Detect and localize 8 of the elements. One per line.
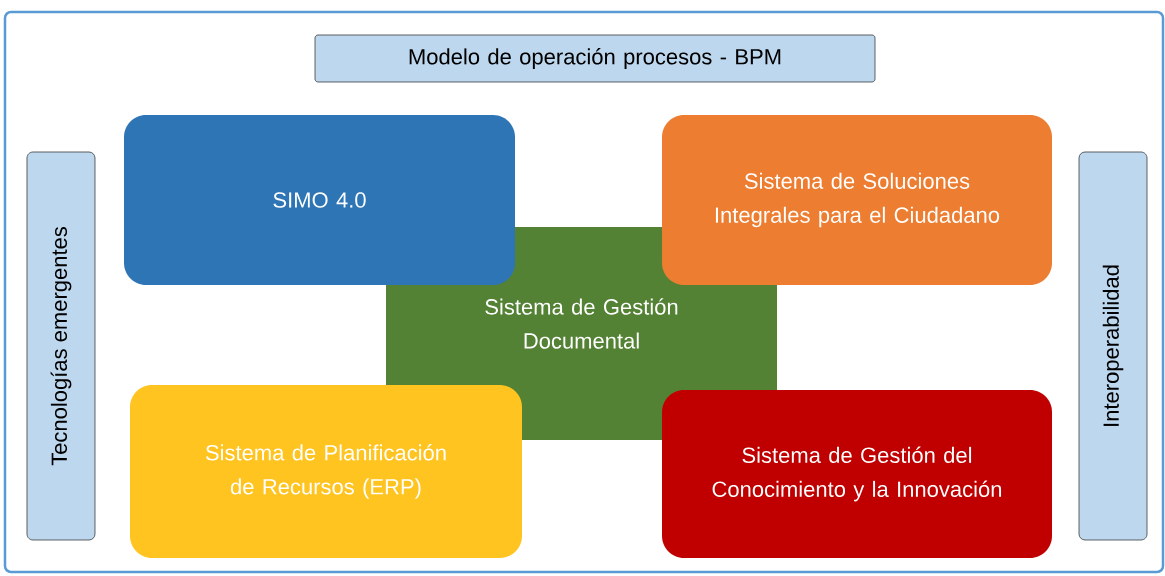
title-box: Modelo de operación procesos - BPM <box>314 34 876 83</box>
frame-border <box>3 10 1165 574</box>
side-bar: Interoperabilidad <box>1078 151 1148 541</box>
system-box: SIMO 4.0 <box>124 115 515 285</box>
system-box: Sistema de Planificación de Recursos (ERP) <box>130 385 522 558</box>
system-box: Sistema de Soluciones Integrales para el Ciudadano <box>662 115 1052 285</box>
side-bar: Tecnologías emergentes <box>26 151 96 541</box>
system-box: Sistema de Gestión del Conocimiento y la Innovación <box>662 390 1052 558</box>
